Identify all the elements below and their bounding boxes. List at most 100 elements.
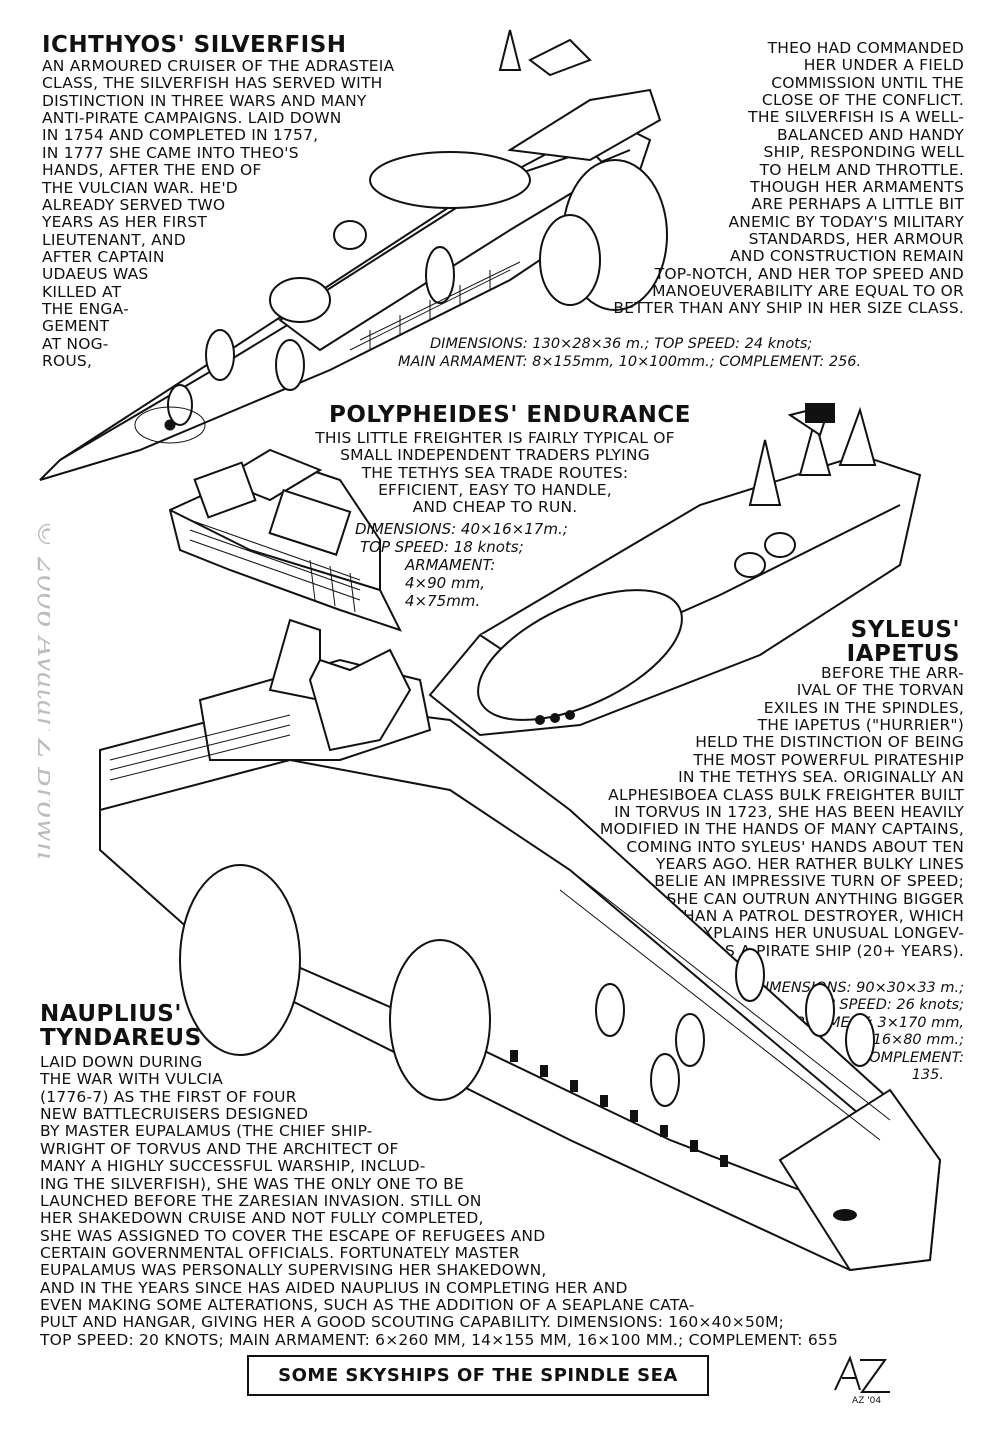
text-line: GEMENT (42, 317, 110, 336)
text-line: CLOSE OF THE CONFLICT. (761, 91, 964, 110)
text-line: ANTI-PIRATE CAMPAIGNS. LAID DOWN (42, 109, 342, 128)
text-line: IVAL OF THE TORVAN (796, 681, 964, 700)
copyright-watermark: © 2006 Avatar Z Brown (31, 520, 50, 860)
text-line: LAID DOWN DURING (40, 1053, 203, 1071)
text-line: AND IN THE YEARS SINCE HAS AIDED NAUPLIU… (40, 1278, 628, 1297)
tyndareus-title-line: TYNDAREUS (40, 1025, 202, 1052)
text-line: YEARS AGO. HER RATHER BULKY LINES (655, 854, 964, 873)
text-line: HER UNDER A FIELD (803, 56, 964, 75)
text-line: BALANCED AND HANDY (777, 125, 964, 144)
tyndareus-text: LAID DOWN DURING THE WAR WITH VULCIA (17… (40, 1053, 839, 1349)
endurance-title: POLYPHEIDES' ENDURANCE (328, 402, 691, 428)
spec-line: DIMENSIONS: 90×30×33 m.; (753, 980, 964, 996)
text-line: TO HELM AND THROTTLE. (759, 160, 964, 179)
text-line: THAN A PATROL DESTROYER, WHICH (673, 907, 964, 926)
text-line: COMMISSION UNTIL THE (771, 73, 964, 92)
iapetus-text: BEFORE THE ARR- IVAL OF THE TORVAN EXILE… (599, 664, 964, 960)
tyndareus-illustration (99, 618, 942, 1272)
text-line: THE TETHYS SEA TRADE ROUTES: (361, 463, 629, 482)
text-line: ALREADY SERVED TWO (42, 195, 226, 214)
text-line: AN ARMOURED CRUISER OF THE ADRASTEIA (42, 57, 395, 75)
text-line: COMING INTO SYLEUS' HANDS ABOUT TEN (626, 837, 964, 856)
text-line: BELIE AN IMPRESSIVE TURN OF SPEED; (654, 872, 964, 891)
endurance-spec: DIMENSIONS: 40×16×17m.; TOP SPEED: 18 kn… (355, 520, 568, 610)
spec-line: 16×80 mm.; (872, 1032, 964, 1049)
text-line: (1776-7) AS THE FIRST OF FOUR (40, 1087, 297, 1106)
text-line: MANY A HIGHLY SUCCESSFUL WARSHIP, INCLUD… (40, 1157, 426, 1176)
text-line: DISTINCTION IN THREE WARS AND MANY (42, 91, 367, 110)
text-line: SHE WAS ASSIGNED TO COVER THE ESCAPE OF … (40, 1226, 546, 1245)
text-line: MANOEUVERABILITY ARE EQUAL TO OR (652, 282, 964, 301)
spec-line: 135. (911, 1066, 944, 1083)
text-line: AND CHEAP TO RUN. (412, 498, 578, 517)
text-line: THE IAPETUS ("HURRIER") (757, 716, 964, 735)
text-line: AT NOG- (42, 334, 109, 353)
watermark-text: © 2006 Avatar Z Brown (31, 520, 50, 860)
text-line: EUPALAMUS WAS PERSONALLY SUPERVISING HER… (40, 1261, 547, 1280)
text-line: ING THE SILVERFISH), SHE WAS THE ONLY ON… (40, 1174, 464, 1193)
text-line: SMALL INDEPENDENT TRADERS PLYING (340, 446, 650, 465)
spec-line: 4×75mm. (405, 592, 481, 610)
spec-line: TOP SPEED: 26 knots; (805, 997, 964, 1014)
text-line: IN TORVUS IN 1723, SHE HAS BEEN HEAVILY (614, 802, 964, 821)
text-line: EXILES IN THE SPINDLES, (763, 698, 964, 717)
spec-line: COMPLEMENT: (859, 1049, 964, 1066)
signature-text: AZ '04 (852, 1396, 881, 1405)
text-line: TOP-NOTCH, AND HER TOP SPEED AND (654, 264, 964, 283)
text-line: IN 1754 AND COMPLETED IN 1757, (42, 126, 319, 145)
text-line: THE SILVERFISH IS A WELL- (748, 108, 964, 127)
spec-line: 4×90 mm, (405, 574, 485, 592)
text-line: NEW BATTLECRUISERS DESIGNED (40, 1105, 309, 1124)
text-line: KILLED AT (42, 282, 122, 301)
text-line: HELD THE DISTINCTION OF BEING (695, 733, 964, 752)
text-line: THE MOST POWERFUL PIRATESHIP (693, 750, 964, 769)
iapetus-title: SYLEUS' IAPETUS (847, 618, 960, 666)
text-line: SHE CAN OUTRUN ANYTHING BIGGER (666, 889, 964, 908)
page-caption: SOME SKYSHIPS OF THE SPINDLE SEA (278, 1365, 678, 1386)
text-line: MODIFIED IN THE HANDS OF MANY CAPTAINS, (599, 820, 964, 839)
text-line: HER SHAKEDOWN CRUISE AND NOT FULLY COMPL… (40, 1209, 484, 1228)
iapetus-title-line: IAPETUS (846, 641, 960, 668)
text-line: UDAEUS WAS (42, 265, 149, 284)
spec-line: TOP SPEED: 18 knots; (360, 538, 524, 556)
text-line: STANDARDS, HER ARMOUR (748, 229, 964, 248)
silverfish-spec-2: MAIN ARMAMENT: 8×155mm, 10×100mm.; COMPL… (398, 354, 862, 370)
text-line: THEO HAD COMMANDED (767, 39, 964, 57)
text-line: BEFORE THE ARR- (821, 664, 964, 682)
text-line: TOP SPEED: 20 knots; MAIN ARMAMENT: 6×26… (40, 1330, 839, 1349)
text-line: IN THE TETHYS SEA. ORIGINALLY AN (678, 768, 964, 787)
text-line: WRIGHT OF TORVUS AND THE ARCHITECT OF (40, 1139, 399, 1158)
tyndareus-title-line: NAUPLIUS' (40, 1001, 182, 1027)
silverfish-spec-1: DIMENSIONS: 130×28×36 m.; TOP SPEED: 24 … (430, 336, 813, 352)
text-line: THE WAR WITH VULCIA (40, 1070, 223, 1089)
caption-frame: SOME SKYSHIPS OF THE SPINDLE SEA (247, 1355, 709, 1396)
text-line: CERTAIN GOVERNMENTAL OFFICIALS. FORTUNAT… (40, 1243, 520, 1262)
text-line: CLASS, THE SILVERFISH HAS SERVED WITH (42, 74, 383, 93)
text-line: THE VULCIAN WAR. HE'D (42, 178, 238, 197)
text-line: LIEUTENANT, AND (42, 230, 186, 249)
artist-signature: AZ '04 (834, 1355, 890, 1405)
text-line: AFTER CAPTAIN (42, 247, 165, 266)
text-line: AND CONSTRUCTION REMAIN (730, 247, 964, 266)
tyndareus-title: NAUPLIUS' TYNDAREUS (40, 1002, 202, 1050)
silverfish-illustration (39, 29, 668, 481)
text-line: HANDS, AFTER THE END OF (42, 161, 262, 180)
iapetus-title-line: SYLEUS' (850, 617, 960, 643)
text-line: EXPLAINS HER UNUSUAL LONGEV- (692, 924, 964, 943)
iapetus-illustration (428, 403, 922, 737)
spec-line: DIMENSIONS: 40×16×17m.; (355, 520, 568, 538)
text-line: THIS LITTLE FREIGHTER IS FAIRLY TYPICAL … (315, 429, 675, 447)
silverfish-title: ICHTHYOS' SILVERFISH (42, 32, 347, 58)
spec-line: ARMAMENT: (405, 556, 496, 574)
text-line: SHIP, RESPONDING WELL (763, 143, 964, 162)
silverfish-right-text: THEO HAD COMMANDED HER UNDER A FIELD COM… (613, 39, 964, 318)
text-line: ANEMIC BY TODAY'S MILITARY (728, 212, 964, 231)
endurance-illustration (168, 448, 402, 632)
text-line: ARE PERHAPS A LITTLE BIT (751, 195, 964, 214)
text-line: IN 1777 SHE CAME INTO THEO'S (42, 143, 299, 162)
text-line: BY MASTER EUPALAMUS (THE CHIEF SHIP- (40, 1122, 373, 1141)
text-line: PULT AND HANGAR, GIVING HER A GOOD SCOUT… (40, 1313, 785, 1332)
text-line: THE ENGA- (42, 300, 129, 319)
text-line: YEARS AS HER FIRST (42, 213, 208, 232)
text-line: EVEN MAKING SOME ALTERATIONS, SUCH AS TH… (40, 1296, 695, 1315)
